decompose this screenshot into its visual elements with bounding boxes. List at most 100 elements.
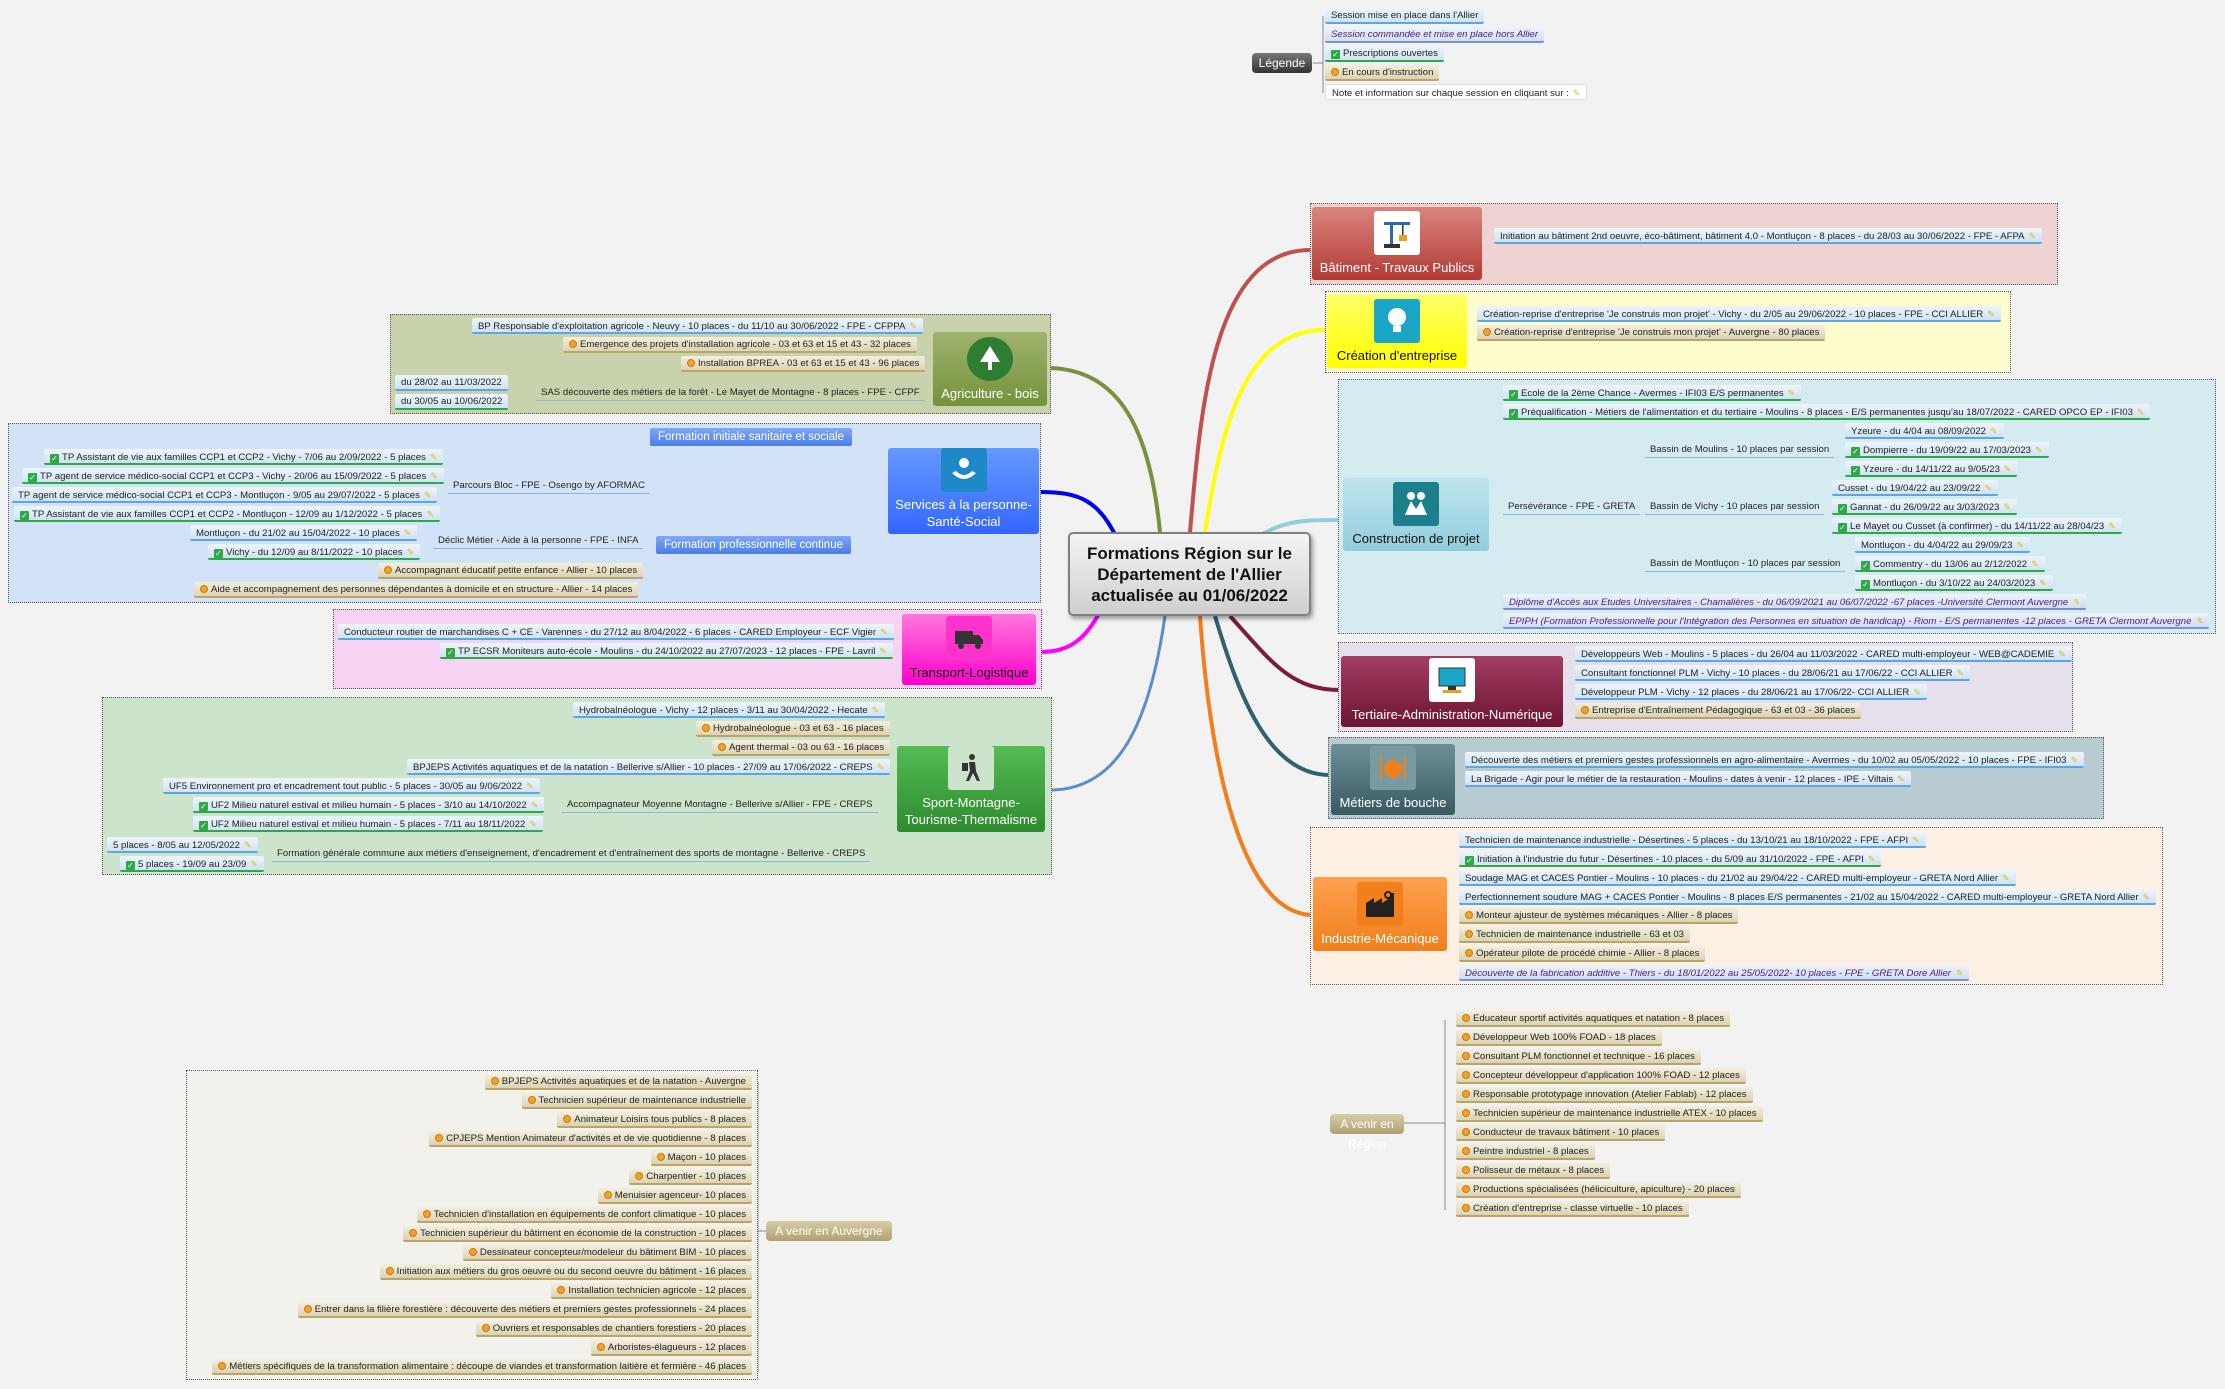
tertiaire-item-4[interactable]: Entreprise d'Entraînement Pédagogique - … bbox=[1575, 703, 1862, 719]
avenir-region-item[interactable]: Responsable prototypage innovation (Atel… bbox=[1456, 1087, 1753, 1103]
perseverance-node[interactable]: Persévérance - FPE - GRETA bbox=[1503, 499, 1641, 515]
avenir-auvergne-item[interactable]: Dessinateur concepteur/modeleur du bâtim… bbox=[462, 1245, 752, 1261]
industrie-item-2[interactable]: ✓Initiation à l'industrie du futur - Dés… bbox=[1459, 851, 1882, 867]
transport-item-2[interactable]: ✓TP ECSR Moniteurs auto-école - Moulins … bbox=[440, 643, 893, 659]
construction-epiph[interactable]: EPIPH (Formation Professionnelle pour l'… bbox=[1503, 613, 2209, 629]
note-icon[interactable]: ✎ bbox=[1912, 835, 1920, 845]
bassin-montlucon[interactable]: Bassin de Montluçon - 10 places par sess… bbox=[1645, 556, 1846, 572]
note-icon[interactable]: ✎ bbox=[530, 800, 539, 810]
note-icon[interactable]: ✎ bbox=[1954, 968, 1963, 978]
sas-session-1[interactable]: du 28/02 au 11/03/2022 bbox=[395, 375, 508, 391]
note-icon[interactable]: ✎ bbox=[876, 762, 885, 772]
note-icon[interactable]: ✎ bbox=[406, 547, 415, 557]
legend-badge[interactable]: Légende bbox=[1252, 53, 1312, 73]
note-icon[interactable]: ✎ bbox=[2035, 445, 2043, 455]
category-transport[interactable]: Transport-Logistique bbox=[902, 614, 1036, 685]
avenir-auvergne-item[interactable]: Entrer dans la filière forestière : déco… bbox=[297, 1302, 752, 1318]
agriculture-item-2[interactable]: Emergence des projets d'installation agr… bbox=[563, 337, 917, 353]
services-other-1[interactable]: Accompagnant éducatif petite enfance - A… bbox=[378, 563, 644, 579]
sport-item-1[interactable]: Hydrobalnéologue - Vichy - 12 places - 3… bbox=[573, 702, 886, 718]
note-icon[interactable]: ✎ bbox=[871, 705, 880, 715]
sport-item-2[interactable]: Hydrobalnéologue - 03 et 63 - 16 places bbox=[696, 721, 890, 737]
avenir-auvergne-item[interactable]: Ouvriers et responsables de chantiers fo… bbox=[475, 1321, 752, 1337]
sport-item-4[interactable]: BPJEPS Activités aquatiques et de la nat… bbox=[407, 759, 891, 775]
avenir-auvergne-item[interactable]: Animateur Loisirs tous publics - 8 place… bbox=[557, 1112, 752, 1128]
note-icon[interactable]: ✎ bbox=[1956, 668, 1965, 678]
note-icon[interactable]: ✎ bbox=[2070, 755, 2079, 765]
avenir-region-item[interactable]: Consultant PLM fonctionnel et technique … bbox=[1456, 1049, 1701, 1065]
category-construction[interactable]: Construction de projet bbox=[1343, 478, 1489, 551]
declic-item-2[interactable]: ✓Vichy - du 12/09 au 8/11/2022 - 10 plac… bbox=[208, 544, 421, 560]
avenir-region-item[interactable]: Concepteur développeur d'application 100… bbox=[1456, 1068, 1746, 1084]
note-icon[interactable]: ✎ bbox=[250, 859, 258, 869]
services-parcours-bloc[interactable]: Parcours Bloc - FPE - Osengo by AFORMAC bbox=[448, 478, 650, 494]
category-services[interactable]: Services à la personne-Santé-Social bbox=[888, 448, 1039, 534]
bassin-moulins[interactable]: Bassin de Moulins - 10 places par sessio… bbox=[1645, 442, 1835, 458]
avenir-auvergne-item[interactable]: CPJEPS Mention Animateur d'activités et … bbox=[429, 1131, 752, 1147]
avenir-auvergne-item[interactable]: Technicien supérieur de maintenance indu… bbox=[521, 1093, 752, 1109]
agriculture-item-3[interactable]: Installation BPREA - 03 et 63 et 15 et 4… bbox=[681, 356, 926, 372]
category-creation[interactable]: Création d'entreprise bbox=[1327, 295, 1467, 368]
montlucon-session-2[interactable]: ✓Commentry - du 13/06 au 2/12/2022✎ bbox=[1855, 556, 2045, 572]
note-icon[interactable]: ✎ bbox=[1867, 854, 1876, 864]
industrie-item-5[interactable]: Monteur ajusteur de systèmes mécaniques … bbox=[1459, 908, 1739, 924]
note-icon[interactable]: ✎ bbox=[879, 646, 887, 656]
note-icon[interactable]: ✎ bbox=[243, 840, 252, 850]
avenir-region-item[interactable]: Productions spécialisées (héliciculture,… bbox=[1456, 1182, 1741, 1198]
moulins-session-1[interactable]: Yzeure - du 4/04 au 08/09/2022✎ bbox=[1845, 423, 2004, 439]
construction-daeu[interactable]: Diplôme d'Accès aux Etudes Universitaire… bbox=[1503, 594, 2086, 610]
vichy-session-2[interactable]: ✓Gannat - du 26/09/22 au 3/03/2023✎ bbox=[1832, 499, 2017, 515]
note-icon[interactable]: ✎ bbox=[2002, 873, 2010, 883]
note-icon[interactable]: ✎ bbox=[2142, 892, 2151, 902]
note-icon[interactable]: ✎ bbox=[2003, 502, 2011, 512]
note-icon[interactable]: ✎ bbox=[1987, 309, 1995, 319]
avenir-region-item[interactable]: Conducteur de travaux bâtiment - 10 plac… bbox=[1456, 1125, 1666, 1141]
tertiaire-item-1[interactable]: Développeurs Web - Moulins - 5 places - … bbox=[1575, 646, 2072, 662]
avenir-region-item[interactable]: Développeur Web 100% FOAD - 18 places bbox=[1456, 1030, 1662, 1046]
avenir-region-badge[interactable]: A venir en Région bbox=[1330, 1114, 1404, 1151]
fgc-item-2[interactable]: ✓5 places - 19/09 au 23/09✎ bbox=[120, 856, 264, 872]
note-icon[interactable]: ✎ bbox=[526, 781, 534, 791]
note-icon[interactable]: ✎ bbox=[1897, 774, 1905, 784]
avenir-auvergne-item[interactable]: Technicien supérieur du bâtiment en écon… bbox=[403, 1226, 752, 1242]
tertiaire-item-2[interactable]: Consultant fonctionnel PLM - Vichy - 10 … bbox=[1575, 665, 1971, 681]
parcours-item-2[interactable]: ✓TP agent de service médico-social CCP1 … bbox=[22, 468, 444, 484]
avenir-region-item[interactable]: Peintre industriel - 8 places bbox=[1456, 1144, 1595, 1160]
note-icon[interactable]: ✎ bbox=[909, 321, 917, 331]
avenir-auvergne-item[interactable]: BPJEPS Activités aquatiques et de la nat… bbox=[484, 1074, 752, 1090]
sport-fgc[interactable]: Formation générale commune aux métiers d… bbox=[272, 846, 871, 862]
construction-item-2[interactable]: ✓Préqualification - Métiers de l'aliment… bbox=[1503, 404, 2151, 420]
note-icon[interactable]: ✎ bbox=[2016, 540, 2025, 550]
note-icon[interactable]: ✎ bbox=[529, 819, 537, 829]
vichy-session-3[interactable]: ✓Le Mayet ou Cusset (à confirmer) - du 1… bbox=[1832, 518, 2122, 534]
note-icon[interactable]: ✎ bbox=[1984, 483, 1992, 493]
note-icon[interactable]: ✎ bbox=[2136, 407, 2145, 417]
note-icon[interactable]: ✎ bbox=[1913, 687, 1921, 697]
moulins-session-3[interactable]: ✓Yzeure - du 14/11/22 au 9/05/23✎ bbox=[1845, 461, 2018, 477]
construction-item-1[interactable]: ✓Ecole de la 2ème Chance - Avermes - IFI… bbox=[1503, 385, 1802, 401]
category-industrie[interactable]: Industrie-Mécanique bbox=[1313, 877, 1447, 951]
industrie-item-6[interactable]: Technicien de maintenance industrielle -… bbox=[1459, 927, 1690, 943]
services-formation-initiale[interactable]: Formation initiale sanitaire et sociale bbox=[650, 428, 853, 446]
avenir-auvergne-item[interactable]: Technicien d'installation en équipements… bbox=[416, 1207, 752, 1223]
note-icon[interactable]: ✎ bbox=[403, 528, 412, 538]
note-icon[interactable]: ✎ bbox=[2028, 231, 2037, 241]
note-icon[interactable]: ✎ bbox=[430, 471, 438, 481]
amm-item-2[interactable]: ✓UF2 Milieu naturel estival et milieu hu… bbox=[193, 797, 545, 813]
category-sport[interactable]: Sport-Montagne-Tourisme-Thermalisme bbox=[897, 746, 1045, 832]
avenir-auvergne-item[interactable]: Initiation aux métiers du gros oeuvre ou… bbox=[379, 1264, 752, 1280]
services-other-2[interactable]: Aide et accompagnement des personnes dép… bbox=[194, 582, 639, 598]
industrie-item-3[interactable]: Soudage MAG et CACES Pontier - Moulins -… bbox=[1459, 870, 2016, 886]
vichy-session-1[interactable]: Cusset - du 19/04/22 au 23/09/22✎ bbox=[1832, 480, 1998, 496]
sas-session-2[interactable]: du 30/05 au 10/06/2022 bbox=[395, 394, 509, 410]
montlucon-session-1[interactable]: Montluçon - du 4/04/22 au 29/09/23✎ bbox=[1855, 537, 2031, 553]
bassin-vichy[interactable]: Bassin de Vichy - 10 places par session bbox=[1645, 499, 1825, 515]
note-icon[interactable]: ✎ bbox=[2039, 578, 2047, 588]
industrie-item-4[interactable]: Perfectionnement soudure MAG + CACES Pon… bbox=[1459, 889, 2157, 905]
avenir-auvergne-item[interactable]: Métiers spécifiques de la transformation… bbox=[212, 1359, 752, 1375]
note-icon[interactable]: ✎ bbox=[2058, 649, 2066, 659]
category-batiment[interactable]: Bâtiment - Travaux Publics bbox=[1312, 207, 1482, 280]
note-icon[interactable]: ✎ bbox=[2003, 464, 2012, 474]
avenir-auvergne-badge[interactable]: A venir en Auvergne bbox=[766, 1221, 892, 1241]
category-bouche[interactable]: Métiers de bouche bbox=[1331, 744, 1455, 815]
